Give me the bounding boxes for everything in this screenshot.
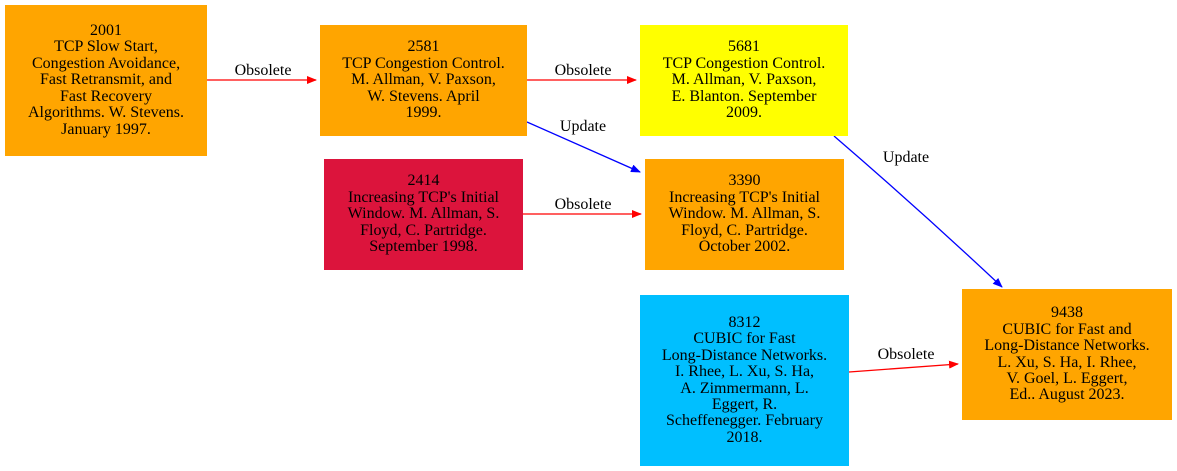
edge-label-obsolete: Obsolete: [555, 62, 612, 79]
rfc-text-line: TCP Congestion Control.: [662, 54, 826, 72]
rfc-number: 2581: [407, 38, 440, 56]
edge-update-rfc2581-rfc3390: [526, 121, 641, 173]
edge-label-obsolete: Obsolete: [878, 346, 935, 363]
rfc-text-line: Window. M. Allman, S.: [668, 205, 821, 223]
rfc-text-line: 2018.: [726, 428, 763, 446]
rfc-text-line: Scheffenegger. February: [666, 412, 823, 430]
rfc-number: 9438: [1051, 304, 1083, 322]
rfc-text-line: TCP Congestion Control.: [342, 54, 505, 72]
rfc-text-line: W. Stevens. April: [367, 87, 480, 105]
rfc-text-line: I. Rhee, L. Xu, S. Ha,: [674, 363, 815, 381]
rfc-text-line: CUBIC for Fast: [693, 330, 796, 348]
rfc-text-line: Algorithms. W. Stevens.: [27, 104, 184, 122]
rfc-text-line: M. Allman, V. Paxson,: [351, 71, 496, 89]
rfc-text-line: Increasing TCP's Initial: [668, 188, 820, 206]
edge-update-rfc5681-rfc9438: [833, 135, 1003, 288]
edge-label-update: Update: [883, 149, 929, 166]
rfc-text-line: Floyd, C. Partridge.: [360, 221, 487, 239]
rfc-text-line: TCP Slow Start,: [54, 38, 158, 56]
edge-label-obsolete: Obsolete: [235, 62, 292, 79]
rfc-text-line: V. Goel, L. Eggert,: [1006, 369, 1128, 387]
rfc-number: 3390: [728, 172, 761, 190]
rfc-text-line: Long-Distance Networks.: [984, 337, 1150, 355]
rfc-number: 2001: [90, 22, 122, 40]
edge-label-obsolete: Obsolete: [555, 196, 612, 213]
rfc-text-line: Long-Distance Networks.: [661, 346, 828, 364]
rfc-text-line: A. Zimmermann, L.: [680, 379, 809, 397]
edge-label-update: Update: [560, 118, 606, 135]
rfc-text-line: E. Blanton. September: [671, 87, 817, 105]
rfc-text-line: Eggert, R.: [711, 395, 778, 413]
rfc-text-line: M. Allman, V. Paxson,: [671, 71, 817, 89]
rfc-text-line: September 1998.: [369, 238, 478, 256]
rfc-text-line: Fast Recovery: [60, 87, 152, 105]
rfc-text-line: Floyd, C. Partridge.: [681, 221, 808, 239]
rfc-number: 5681: [728, 38, 760, 56]
rfc-text-line: 1999.: [405, 104, 442, 122]
rfc-number: 8312: [728, 313, 761, 331]
rfc-text-line: Ed.. August 2023.: [1009, 386, 1125, 404]
rfc-text-line: 2009.: [726, 104, 762, 122]
rfc-text-line: Fast Retransmit, and: [40, 71, 172, 89]
edge-obsolete-rfc8312-rfc9438: [848, 360, 959, 373]
rfc-text-line: Window. M. Allman, S.: [347, 205, 500, 223]
rfc-text-line: October 2002.: [698, 238, 791, 256]
rfc-text-line: Congestion Avoidance,: [31, 54, 181, 72]
rfc-text-line: Increasing TCP's Initial: [347, 188, 499, 206]
rfc-text-line: January 1997.: [61, 120, 151, 138]
rfc-number: 2414: [407, 172, 440, 190]
rfc-text-line: L. Xu, S. Ha, I. Rhee,: [997, 353, 1137, 371]
rfc-text-line: CUBIC for Fast and: [1002, 320, 1132, 338]
